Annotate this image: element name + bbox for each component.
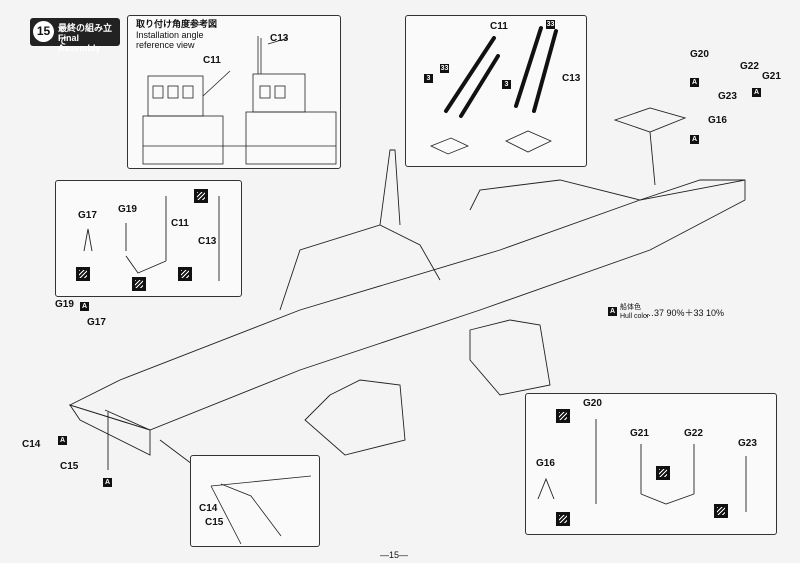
page-number: —15— bbox=[380, 550, 409, 560]
color-note-value: …37 90%＋33 10% bbox=[645, 308, 725, 318]
bow-tag-a3: A bbox=[103, 478, 112, 487]
mast-tag-33b: 33 bbox=[546, 20, 555, 29]
heli-tag-a3: A bbox=[690, 135, 699, 144]
step-title-en: Final Assembly bbox=[58, 33, 101, 53]
inset-drawing bbox=[210, 475, 312, 545]
right-detail-box: G20 G16 G21 G22 G23 bbox=[525, 393, 777, 535]
cement-icon bbox=[556, 409, 570, 423]
color-note-label-en: Hull color bbox=[620, 313, 650, 320]
reference-title-en-1: Installation angle bbox=[136, 30, 204, 40]
heli-label-g16: G16 bbox=[708, 115, 727, 126]
left-label-g17: G17 bbox=[78, 210, 97, 221]
heli-label-g23: G23 bbox=[718, 91, 737, 102]
bow-label-g19: G19 bbox=[55, 299, 74, 310]
inset-label-c14: C14 bbox=[199, 503, 218, 514]
cement-icon bbox=[178, 267, 192, 281]
reference-title-en-2: reference view bbox=[136, 40, 195, 50]
reference-title-jp: 取り付け角度参考図 bbox=[136, 19, 218, 29]
right-detail-drawing bbox=[537, 419, 747, 512]
cement-icon bbox=[76, 267, 90, 281]
heli-tag-a2: A bbox=[752, 88, 761, 97]
cement-icon bbox=[556, 512, 570, 526]
left-label-g19: G19 bbox=[118, 204, 137, 215]
reference-drawing bbox=[142, 36, 337, 165]
step-title-jp: 最終の組み立て bbox=[58, 23, 113, 46]
right-label-g21: G21 bbox=[630, 428, 649, 439]
reference-view-box: 取り付け角度参考図 Installation angle reference v… bbox=[127, 15, 341, 169]
heli-label-g21: G21 bbox=[762, 71, 781, 82]
cement-icon bbox=[194, 189, 208, 203]
mast-tag-3a: 3 bbox=[424, 74, 433, 83]
mast-detail-box: C11 C13 33 33 3 3 bbox=[405, 15, 587, 167]
cement-icon bbox=[132, 277, 146, 291]
mast-label-c13: C13 bbox=[562, 73, 581, 84]
left-detail-box: G17 G19 C11 C13 bbox=[55, 180, 242, 297]
cement-icon bbox=[656, 466, 670, 480]
right-label-g16: G16 bbox=[536, 458, 555, 469]
mast-tag-3b: 3 bbox=[502, 80, 511, 89]
step-header: 15 最終の組み立て Final Assembly bbox=[30, 18, 120, 53]
step-number: 15 bbox=[33, 21, 54, 42]
mast-label-c11: C11 bbox=[490, 21, 508, 32]
inset-label-c15: C15 bbox=[205, 517, 224, 528]
bow-inset-box: C14 C15 bbox=[190, 455, 320, 547]
heli-label-g20: G20 bbox=[690, 49, 709, 60]
reference-label-c13: C13 bbox=[270, 33, 289, 44]
bow-label-c15: C15 bbox=[60, 461, 79, 472]
bow-tag-a2: A bbox=[58, 436, 67, 445]
left-label-c13: C13 bbox=[198, 236, 217, 247]
right-label-g23: G23 bbox=[738, 438, 757, 449]
left-label-c11: C11 bbox=[171, 218, 189, 229]
right-label-g22: G22 bbox=[684, 428, 703, 439]
bow-label-c14: C14 bbox=[22, 439, 41, 450]
reference-label-c11: C11 bbox=[203, 55, 221, 66]
cement-icon bbox=[714, 504, 728, 518]
mast-drawing bbox=[429, 26, 558, 155]
mast-tag-33a: 33 bbox=[440, 64, 449, 73]
heli-tag-a1: A bbox=[690, 78, 699, 87]
bow-tag-a1: A bbox=[80, 302, 89, 311]
color-note-tag: A bbox=[608, 307, 617, 316]
color-note-label-jp: 船体色 bbox=[620, 304, 641, 311]
bow-label-g17: G17 bbox=[87, 317, 106, 328]
right-label-g20: G20 bbox=[583, 398, 602, 409]
heli-label-g22: G22 bbox=[740, 61, 759, 72]
left-detail-drawing bbox=[83, 196, 220, 281]
